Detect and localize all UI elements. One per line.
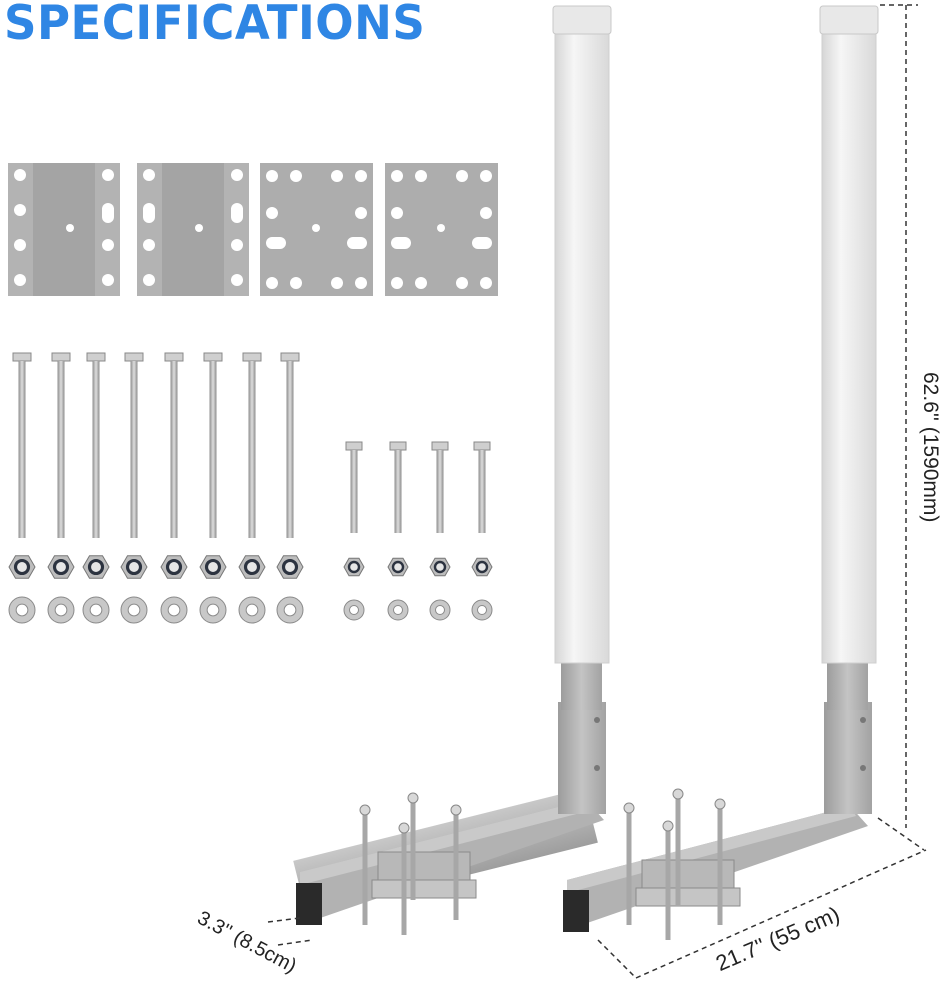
bolt <box>389 441 407 533</box>
washer-hole <box>127 603 141 617</box>
nut <box>120 555 148 579</box>
washer-hole <box>349 605 359 615</box>
bolt <box>86 352 106 538</box>
mounting-plates <box>8 163 498 296</box>
nut <box>471 557 493 577</box>
nut <box>160 555 188 579</box>
washer-hole <box>15 603 29 617</box>
bolt <box>12 352 32 538</box>
washer-hole <box>435 605 445 615</box>
flat-plate-1 <box>260 163 373 296</box>
bolt <box>203 352 223 538</box>
washer-hole <box>477 605 487 615</box>
u-bracket-plate-2 <box>137 163 249 296</box>
washer-hole <box>283 603 297 617</box>
bolt <box>124 352 144 538</box>
nut <box>387 557 409 577</box>
washer-hole <box>245 603 259 617</box>
nut <box>47 555 75 579</box>
bolt <box>51 352 71 538</box>
washer-hole <box>393 605 403 615</box>
hardware-set <box>8 352 493 624</box>
nut <box>199 555 227 579</box>
bolt <box>164 352 184 538</box>
washer-hole <box>54 603 68 617</box>
bolt <box>345 441 363 533</box>
height-dimension-label: 62.6'' (1590mm) <box>919 372 942 523</box>
nut <box>343 557 365 577</box>
flat-plate-2 <box>385 163 498 296</box>
washer-hole <box>89 603 103 617</box>
bolt <box>431 441 449 533</box>
nut <box>429 557 451 577</box>
bolt <box>242 352 262 538</box>
dimension-lines <box>267 4 927 979</box>
nut <box>8 555 36 579</box>
bolt <box>473 441 491 533</box>
pole-assembly-right <box>563 5 879 940</box>
nut <box>276 555 304 579</box>
bolt <box>280 352 300 538</box>
washer-hole <box>167 603 181 617</box>
washer-hole <box>206 603 220 617</box>
u-bracket-plate-1 <box>8 163 120 296</box>
nut <box>82 555 110 579</box>
nut <box>238 555 266 579</box>
page-title: SPECIFICATIONS <box>4 0 426 51</box>
pole-assembly-left <box>293 5 612 935</box>
